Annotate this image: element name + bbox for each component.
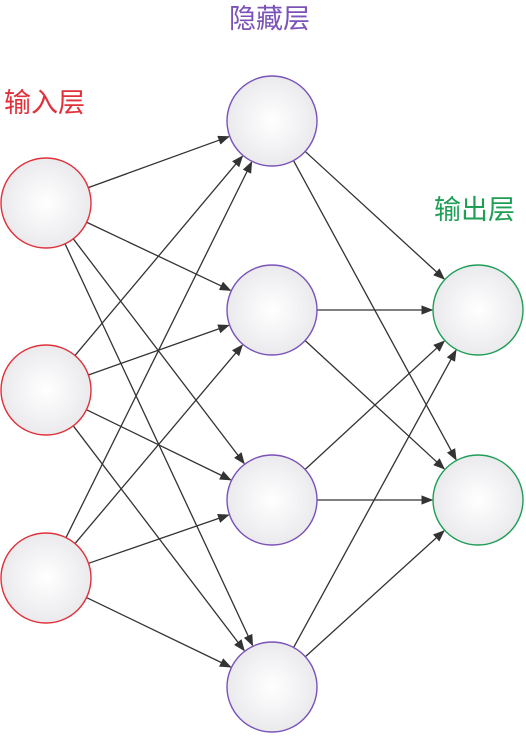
arrow-input-2-to-hidden-1 [74,155,244,356]
output-layer-label: 输出层 [434,195,515,226]
arrow-hidden-1-to-output-1 [304,150,445,280]
connection-arrows [64,135,457,668]
arrow-input-3-to-hidden-4 [86,596,232,668]
arrow-input-3-to-hidden-3 [88,514,230,564]
hidden-layer-label: 隐藏层 [229,4,310,35]
arrow-input-1-to-hidden-1 [88,135,230,189]
input-node-3 [0,532,92,624]
input-node-1 [0,157,92,249]
output-node-2 [432,454,524,546]
arrow-hidden-4-to-output-2 [304,530,445,658]
hidden-node-2 [226,264,318,356]
hidden-node-4 [226,641,318,733]
arrow-input-3-to-hidden-2 [74,344,244,545]
input-node-2 [0,344,92,436]
arrow-input-2-to-hidden-4 [72,425,245,652]
hidden-node-3 [226,454,318,546]
input-layer-label: 输入层 [4,88,85,119]
arrow-hidden-4-to-output-1 [293,349,457,648]
arrow-hidden-3-to-output-1 [304,340,446,470]
hidden-node-1 [226,75,318,167]
arrow-input-3-to-hidden-1 [65,161,253,538]
output-node-1 [432,264,524,356]
network-nodes [0,75,524,733]
